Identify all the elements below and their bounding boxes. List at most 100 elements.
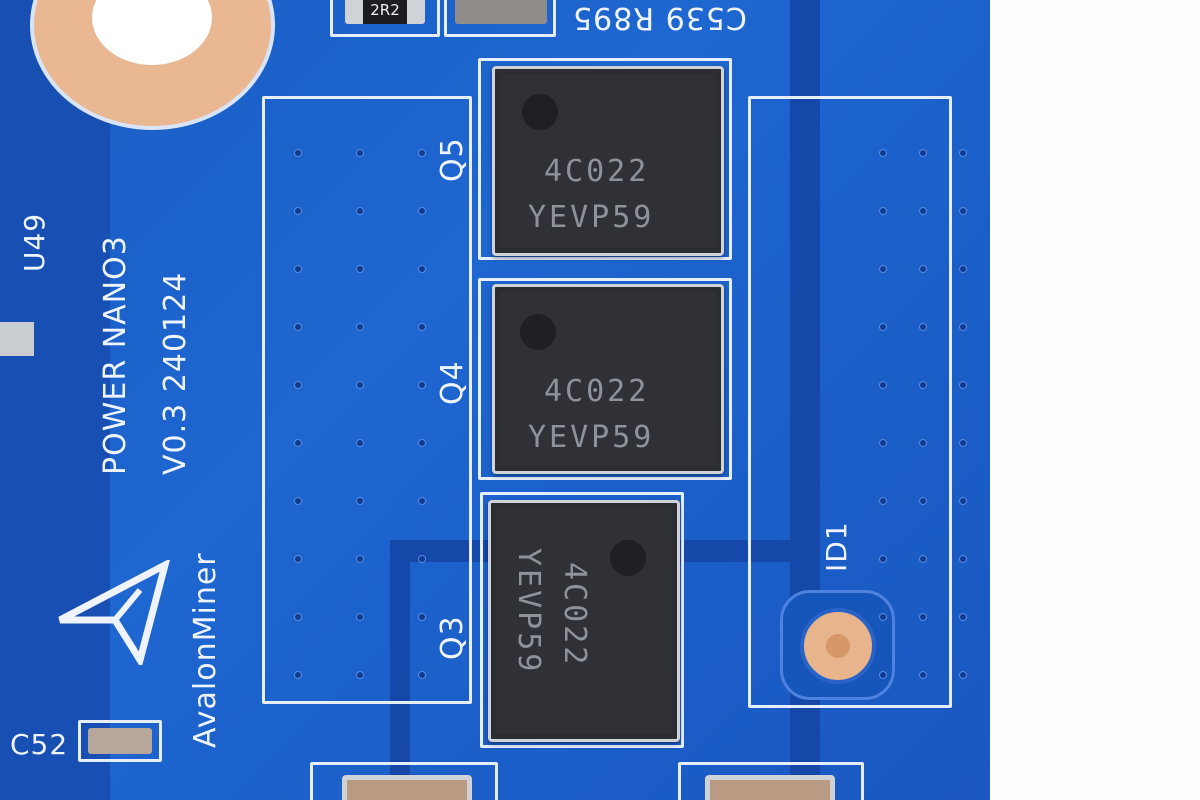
capacitor	[705, 775, 835, 800]
via	[295, 556, 301, 562]
via	[357, 672, 363, 678]
via	[880, 382, 886, 388]
mosfet-q4: 4C022 YEVP59	[492, 284, 724, 474]
resistor: 2R2	[345, 0, 425, 24]
chip-marking-line2: YEVP59	[528, 200, 655, 235]
mosfet-q3: 4C022 YEVP59	[488, 500, 680, 742]
via	[419, 208, 425, 214]
silk-outline	[310, 762, 498, 800]
via	[920, 672, 926, 678]
silk-outline	[330, 0, 440, 37]
pin1-marker	[522, 94, 558, 130]
trace-region	[0, 0, 110, 800]
ref-q3: Q3	[435, 615, 470, 660]
chip-marking-line1: 4C022	[544, 374, 650, 409]
pcb-board: 2R2 C539 R895 4C022 YEVP59 Q5 4C022 YEVP…	[0, 0, 990, 800]
via	[295, 498, 301, 504]
chip-marking-line2: YEVP59	[528, 420, 655, 455]
via	[880, 266, 886, 272]
chip-marking-line1: 4C022	[557, 562, 592, 668]
via	[419, 614, 425, 620]
via	[880, 440, 886, 446]
via	[295, 614, 301, 620]
ref-q5: Q5	[435, 137, 470, 182]
chip-marking-line2: YEVP59	[511, 548, 546, 675]
via	[960, 614, 966, 620]
via	[960, 556, 966, 562]
via	[419, 556, 425, 562]
via	[357, 266, 363, 272]
via	[920, 208, 926, 214]
via	[357, 440, 363, 446]
via	[357, 382, 363, 388]
ref-q4: Q4	[435, 360, 470, 405]
component-pad	[0, 322, 34, 356]
via	[960, 498, 966, 504]
via	[960, 440, 966, 446]
via	[295, 672, 301, 678]
via	[295, 324, 301, 330]
via	[920, 382, 926, 388]
via	[920, 266, 926, 272]
via	[295, 150, 301, 156]
via	[960, 672, 966, 678]
via	[920, 498, 926, 504]
ref-id1: ID1	[820, 521, 853, 572]
top-ref-labels: C539 R895	[572, 0, 747, 35]
via	[357, 556, 363, 562]
pin1-marker	[520, 314, 556, 350]
via	[880, 614, 886, 620]
via	[419, 150, 425, 156]
via	[960, 266, 966, 272]
via	[357, 498, 363, 504]
ref-u49: U49	[18, 212, 51, 272]
capacitor	[88, 728, 152, 754]
via	[960, 382, 966, 388]
via	[419, 498, 425, 504]
product-label: POWER NANO3	[98, 235, 133, 475]
via	[880, 324, 886, 330]
capacitor	[455, 0, 547, 24]
capacitor	[342, 775, 472, 800]
chip-marking-line1: 4C022	[544, 154, 650, 189]
via	[295, 208, 301, 214]
silk-outline	[262, 96, 472, 704]
via	[357, 614, 363, 620]
via	[295, 440, 301, 446]
via	[419, 266, 425, 272]
via	[357, 150, 363, 156]
brand-label: AvalonMiner	[188, 552, 223, 748]
via	[880, 556, 886, 562]
trace	[390, 540, 410, 800]
via	[419, 382, 425, 388]
via	[920, 324, 926, 330]
version-label: V0.3 240124	[158, 271, 193, 475]
avalon-logo-icon	[55, 558, 171, 669]
silk-outline	[444, 0, 556, 37]
via	[419, 324, 425, 330]
via	[295, 266, 301, 272]
silk-outline	[748, 96, 952, 708]
via	[920, 150, 926, 156]
silk-outline	[678, 762, 864, 800]
mosfet-q5: 4C022 YEVP59	[492, 66, 724, 256]
via	[880, 150, 886, 156]
pin1-marker	[610, 540, 646, 576]
silk-outline-q4	[478, 278, 732, 480]
via	[419, 672, 425, 678]
via	[357, 208, 363, 214]
ref-c52: C52	[10, 728, 69, 761]
via	[920, 614, 926, 620]
via	[960, 150, 966, 156]
via	[880, 208, 886, 214]
via	[295, 382, 301, 388]
resistor-marking: 2R2	[363, 0, 407, 24]
silk-outline-q5	[478, 58, 732, 260]
via	[960, 324, 966, 330]
via	[880, 498, 886, 504]
silk-outline-q3	[480, 492, 684, 748]
via	[960, 208, 966, 214]
via	[357, 324, 363, 330]
silk-outline	[78, 720, 162, 762]
test-pad	[800, 608, 876, 684]
